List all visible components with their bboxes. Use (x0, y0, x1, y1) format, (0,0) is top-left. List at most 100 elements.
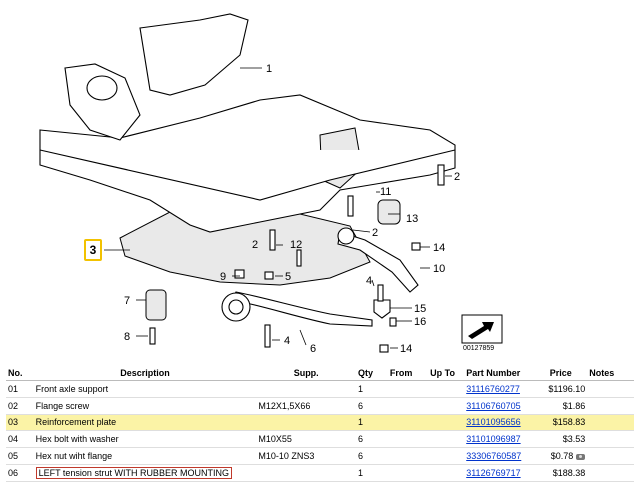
row-notes (587, 414, 634, 432)
table-row: 04 Hex bolt with washer M10X55 6 3110109… (6, 430, 634, 449)
row-upto (428, 414, 465, 432)
row-part-number: 31106760705 (464, 397, 535, 415)
row-upto (428, 464, 465, 482)
row-qty: 6 (356, 430, 388, 449)
callout-11: 11 (380, 186, 391, 198)
header-upto: Up To (428, 366, 465, 381)
callout-6: 6 (310, 343, 316, 355)
row-description: Hex bolt with washer (33, 430, 257, 449)
part-number-link[interactable]: 33306760587 (466, 451, 522, 462)
table-row: 01 Front axle support 1 31116760277 $119… (6, 380, 634, 398)
row-description: Front axle support (33, 380, 257, 398)
table-row: 02 Flange screw M12X1,5X66 6 31106760705… (6, 397, 634, 415)
row-part-number: 31126769717 (464, 464, 535, 482)
part-number-link[interactable]: 31101096987 (466, 434, 521, 445)
row-no: 03 (6, 414, 34, 432)
description-text: LEFT tension strut WITH RUBBER MOUNTING (35, 466, 232, 479)
part-number-link[interactable]: 31116760277 (466, 383, 520, 394)
row-from (387, 447, 429, 465)
price-value: $0.78 (550, 451, 574, 462)
row-price: $3.53 (534, 430, 588, 449)
part-number-link[interactable]: 31101095656 (466, 417, 521, 428)
row-no: 01 (6, 380, 34, 398)
row-part-number: 31101095656 (464, 414, 535, 432)
frame-mount-hole (86, 75, 118, 101)
callout-14: 14 (400, 343, 412, 355)
direction-arrow-icon (461, 314, 503, 344)
bolts (149, 164, 445, 348)
row-from (387, 380, 429, 398)
ball-joint (373, 299, 391, 319)
row-upto (428, 430, 465, 449)
frame-left-arm (64, 63, 141, 141)
diagram-reference-number: 00127859 (463, 345, 495, 352)
nuts (234, 242, 421, 353)
header-price: Price (534, 366, 588, 381)
table-row-highlighted: 03 Reinforcement plate 1 31101095656 $15… (6, 414, 634, 432)
callout-4: 4 (366, 275, 372, 287)
row-supp: M12X1,5X66 (256, 397, 357, 415)
row-qty: 6 (356, 447, 388, 465)
bushing (377, 199, 401, 225)
callout-16: 16 (414, 316, 426, 328)
callout-7: 7 (124, 295, 130, 307)
callout-5: 5 (285, 271, 291, 283)
header-part-number: Part Number (464, 366, 535, 381)
callout-1: 1 (266, 63, 272, 75)
row-supp: M10X55 (256, 430, 357, 449)
header-supp: Supp. (256, 366, 357, 381)
frame-rear-tower (139, 13, 249, 96)
callout-14: 14 (433, 242, 445, 254)
callout-10: 10 (433, 263, 445, 275)
part-number-link[interactable]: 31126769717 (466, 467, 521, 478)
callout-9: 9 (220, 271, 226, 283)
row-part-number: 31116760277 (464, 380, 535, 398)
row-price: $188.38 (534, 464, 588, 482)
row-from (387, 414, 429, 432)
row-qty: 6 (356, 397, 388, 415)
header-no: No. (6, 366, 34, 381)
row-from (387, 464, 429, 482)
header-description: Description (33, 366, 257, 381)
row-no: 02 (6, 397, 34, 415)
row-notes (587, 397, 634, 415)
row-upto (428, 380, 465, 398)
header-notes: Notes (587, 366, 634, 381)
row-part-number: 33306760587 (464, 447, 535, 465)
callout-15: 15 (414, 303, 426, 315)
header-from: From (387, 366, 429, 381)
row-price: $1.86 (534, 397, 588, 415)
frame-beam (39, 149, 456, 201)
control-arm-bushing (337, 227, 355, 245)
row-upto (428, 447, 465, 465)
row-price: $0.78 (534, 447, 588, 465)
table-row: 05 Hex nut wiht flange M10-10 ZNS3 6 333… (6, 447, 634, 465)
callout-12: 12 (290, 239, 302, 251)
callout-4: 4 (284, 335, 290, 347)
control-arm (337, 231, 419, 293)
row-supp (256, 464, 357, 482)
callout-2: 2 (252, 239, 258, 251)
strut-bushing-core (228, 299, 244, 315)
row-price: $158.83 (534, 414, 588, 432)
parts-table: No. Description Supp. Qty From Up To Par… (6, 366, 634, 482)
callout-2: 2 (372, 227, 378, 239)
row-notes (587, 380, 634, 398)
row-qty: 1 (356, 464, 388, 482)
row-notes (587, 447, 634, 465)
row-no: 05 (6, 447, 34, 465)
rubber-mounting (145, 289, 167, 321)
row-price: $1196.10 (534, 380, 588, 398)
row-supp (256, 414, 357, 432)
table-header-row: No. Description Supp. Qty From Up To Par… (6, 366, 634, 381)
row-upto (428, 397, 465, 415)
callout-3-highlighted[interactable]: 3 (84, 239, 102, 261)
row-part-number: 31101096987 (464, 430, 535, 449)
table-row: 06 LEFT tension strut WITH RUBBER MOUNTI… (6, 464, 634, 482)
row-description: LEFT tension strut WITH RUBBER MOUNTING (33, 464, 257, 482)
row-from (387, 397, 429, 415)
row-supp: M10-10 ZNS3 (256, 447, 357, 465)
part-number-link[interactable]: 31106760705 (466, 400, 521, 411)
row-no: 04 (6, 430, 34, 449)
camera-icon[interactable] (576, 453, 586, 460)
